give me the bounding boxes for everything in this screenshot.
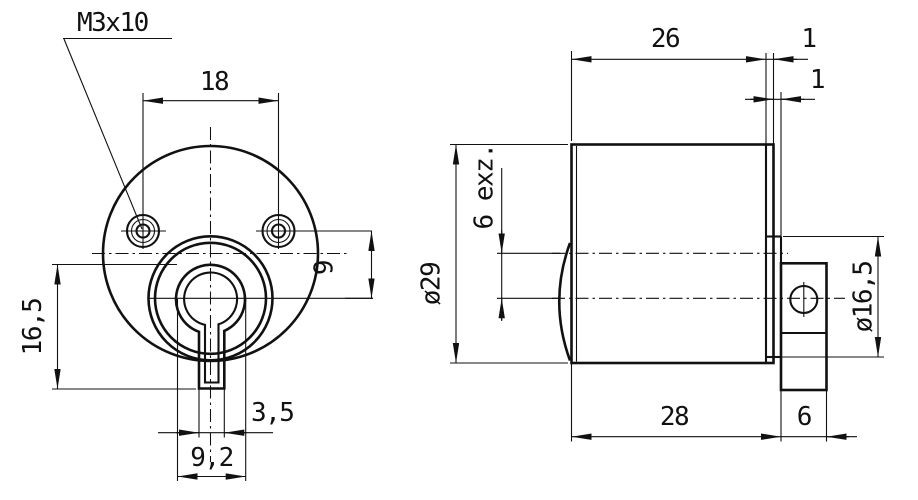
dim-26-label: 26 — [651, 24, 679, 54]
dimension-dia-16-5: ø16,5 — [766, 235, 884, 358]
dimension-9-2: 9,2 — [176, 299, 247, 481]
dim-dia-16-5-label: ø16,5 — [849, 262, 879, 333]
dim-18-label: 18 — [200, 67, 228, 97]
side-view: 26 1 1 ø29 6 exz. — [417, 24, 884, 442]
front-view: M3x10 18 9 16,5 3,5 — [18, 8, 375, 481]
dimension-9: 9 — [310, 231, 375, 299]
dim-16-5-label: 16,5 — [18, 299, 48, 356]
dimension-1-plate: 1 — [766, 24, 817, 63]
thread-callout-label: M3x10 — [77, 8, 148, 38]
dim-3-5-label: 3,5 — [251, 398, 293, 428]
eccentric-boss-outer-circle — [147, 234, 274, 362]
dimension-eccentricity: 6 exz. — [470, 145, 560, 321]
dim-1-plate-label: 1 — [801, 24, 815, 54]
screw-hole-left — [121, 93, 166, 249]
eccentric-boss-inner-circle — [153, 241, 268, 356]
dim-28-label: 28 — [660, 402, 688, 432]
screw-hole-right — [256, 93, 372, 249]
dim-9-2-label: 9,2 — [190, 443, 232, 473]
leader-line — [63, 38, 143, 230]
dimension-18: 18 — [143, 67, 279, 104]
dimension-1-boss: 1 — [745, 65, 826, 237]
housing-dome-arc — [557, 242, 572, 361]
dim-6-label: 6 — [797, 402, 811, 432]
dimension-26: 26 — [570, 24, 775, 145]
thread-callout: M3x10 — [63, 8, 172, 230]
dim-9-label: 9 — [310, 261, 340, 275]
keyhole-plate-side — [779, 261, 828, 392]
dimension-6: 6 — [781, 390, 857, 442]
dim-1-boss-label: 1 — [810, 65, 824, 95]
dimension-dia-29: ø29 — [417, 143, 568, 364]
dimension-16-5: 16,5 — [18, 263, 196, 390]
dimension-28: 28 — [570, 363, 782, 442]
dimension-3-5: 3,5 — [158, 389, 295, 438]
dim-eccentricity-label: 6 exz. — [470, 145, 500, 230]
keyhole-inner-contour — [183, 271, 239, 384]
dim-dia-29-label: ø29 — [417, 263, 447, 305]
